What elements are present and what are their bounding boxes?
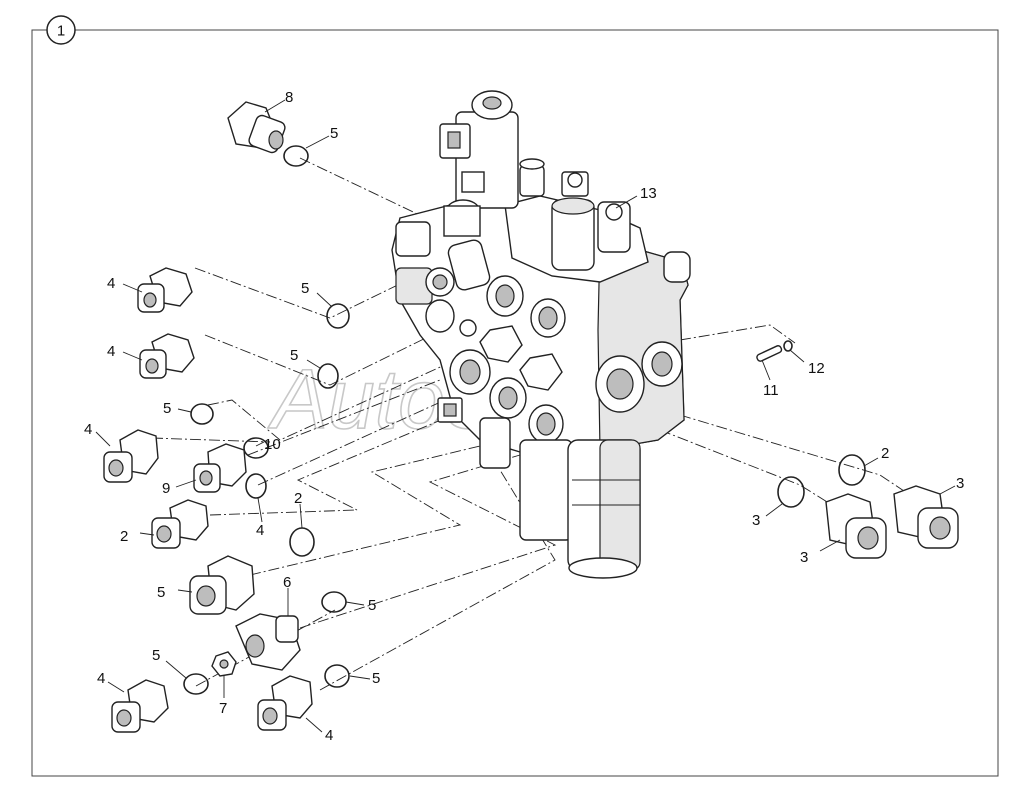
callout-7: 7 (219, 700, 227, 717)
callout-3: 3 (800, 549, 808, 566)
part-3-fitting (893, 485, 959, 549)
part-8-fitting (227, 101, 286, 154)
part-3-fitting (189, 555, 255, 615)
part-3-fitting (825, 493, 887, 559)
part-2-o-ring (777, 476, 805, 508)
part-9-adapter (193, 443, 247, 493)
part-5-o-ring (326, 303, 350, 329)
callout-5: 5 (163, 400, 171, 417)
part-7-nut (211, 651, 237, 677)
callout-4: 4 (107, 275, 115, 292)
callout-13: 13 (640, 185, 657, 202)
callout-11: 11 (763, 382, 779, 399)
part-2-o-ring (289, 527, 315, 557)
callout-4: 4 (325, 727, 333, 744)
callout-10: 10 (264, 436, 281, 453)
part-6-nut-fitting (235, 613, 301, 671)
part-10-o-ring (243, 437, 269, 459)
part-4-adapter (137, 267, 193, 313)
callout-3: 5 (157, 584, 165, 601)
callout-9: 9 (162, 480, 170, 497)
part-2-o-ring (838, 454, 866, 486)
part-5-o-ring (317, 363, 339, 389)
part-12-ring (783, 340, 793, 352)
callout-5: 5 (372, 670, 380, 687)
callout-4: 4 (97, 670, 105, 687)
callout-12: 12 (808, 360, 825, 377)
callout-5: 5 (152, 647, 160, 664)
diagram-frame (31, 29, 999, 777)
callout-5: 5 (330, 125, 338, 142)
part-4-adapter (103, 429, 159, 483)
part-4-adapter (257, 675, 313, 731)
part-4-adapter (151, 499, 209, 549)
part-5-o-ring (324, 664, 350, 688)
leader-lines (95, 99, 956, 733)
callout-4: 4 (107, 343, 115, 360)
callout-3: 3 (956, 475, 964, 492)
part-5-o-ring (321, 591, 347, 613)
solenoid-coil (439, 90, 519, 209)
callout-4: 2 (120, 528, 128, 545)
assembly-lines (151, 157, 911, 691)
callout-4: 4 (84, 421, 92, 438)
callout-5: 4 (256, 522, 264, 539)
callout-5: 5 (290, 347, 298, 364)
part-5-o-ring (245, 473, 267, 499)
part-5-o-ring (183, 673, 209, 695)
part-4-adapter (139, 333, 195, 379)
callout-5: 5 (301, 280, 309, 297)
callout-6: 6 (283, 574, 291, 591)
part-5-o-ring (190, 403, 214, 425)
callout-8: 8 (285, 89, 293, 106)
callout-5: 5 (368, 597, 376, 614)
callout-2: 2 (294, 490, 302, 507)
control-valve-body (391, 90, 691, 579)
callout-2: 3 (752, 512, 760, 529)
callout-2: 2 (881, 445, 889, 462)
callout-labels: 8 5 13 4 5 4 5 12 11 5 4 10 9 2 2 3 2 4 … (84, 89, 964, 744)
part-11-pin (756, 345, 783, 362)
part-4-adapter (111, 679, 169, 733)
figure-badge-number: 1 (57, 23, 65, 40)
part-5-o-ring (283, 145, 309, 167)
figure-badge: 1 (46, 15, 76, 45)
